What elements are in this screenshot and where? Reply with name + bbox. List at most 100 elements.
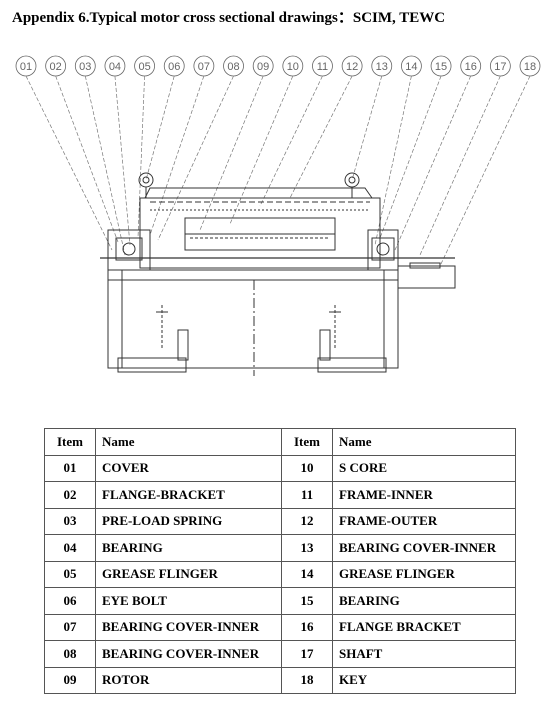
callout-label: 08 [227, 61, 239, 73]
header-item-1: Item [44, 428, 96, 456]
callout-marker: 11 [312, 55, 333, 77]
item-number-cell: 02 [44, 481, 96, 509]
item-name-cell: EYE BOLT [95, 587, 282, 615]
callout-label: 01 [20, 61, 32, 73]
motor-cross-section-drawing: 01 02 03 04 05 06 07 08 09 10 11 12 13 14 15 16 17 18 [15, 55, 541, 376]
callout-marker: 07 [193, 55, 215, 77]
callout-label: 15 [435, 61, 447, 73]
callout-label: 07 [198, 61, 210, 73]
leader-line [199, 75, 264, 231]
leader-line [84, 75, 126, 256]
item-name-cell: ROTOR [95, 666, 282, 694]
leader-line [394, 75, 472, 251]
item-name-cell: BEARING COVER-INNER [332, 534, 516, 562]
page-title: Appendix 6.Typical motor cross sectional… [12, 10, 446, 26]
leader-line [259, 75, 323, 207]
item-number-cell: 17 [281, 640, 333, 668]
leader-line [149, 75, 205, 236]
callout-label: 10 [287, 61, 299, 73]
callout-marker: 10 [282, 55, 304, 77]
item-number-cell: 05 [44, 560, 96, 588]
callout-marker: 09 [252, 55, 274, 77]
item-number-cell: 11 [281, 481, 333, 509]
item-number-cell: 12 [281, 507, 333, 535]
callout-marker: 14 [401, 55, 422, 77]
item-number-cell: 13 [281, 534, 333, 562]
item-name-cell: S CORE [332, 454, 516, 482]
leader-line [439, 75, 531, 267]
item-number-cell: 15 [281, 587, 333, 615]
callout-label: 14 [405, 61, 417, 73]
table-header-row: Item Name Item Name [44, 428, 516, 456]
callout-label: 04 [109, 61, 121, 73]
item-name-cell: KEY [332, 666, 516, 694]
item-number-cell: 18 [281, 666, 333, 694]
item-name-cell: BEARING COVER-INNER [95, 640, 282, 668]
item-number-cell: 06 [44, 587, 96, 615]
item-number-cell: 07 [44, 613, 96, 641]
callout-marker: 02 [45, 55, 67, 77]
leader-line [379, 75, 442, 239]
item-name-cell: GREASE FLINGER [332, 560, 516, 588]
item-number-cell: 01 [44, 454, 96, 482]
item-name-cell: FRAME-OUTER [332, 507, 516, 535]
header-name-2: Name [332, 428, 516, 456]
callout-label: 12 [346, 61, 358, 73]
item-name-cell: BEARING [95, 534, 282, 562]
callout-label: 03 [79, 61, 91, 73]
item-number-cell: 16 [281, 613, 333, 641]
leader-line [157, 75, 234, 241]
callout-marker: 18 [519, 55, 541, 77]
callout-label: 02 [50, 61, 62, 73]
callout-marker: 12 [341, 55, 363, 77]
callout-label: 17 [494, 61, 506, 73]
leader-line [145, 75, 175, 181]
callout-marker: 05 [134, 55, 155, 77]
callout-marker: 01 [15, 55, 37, 77]
leader-line [289, 75, 353, 199]
leader-line [374, 75, 412, 246]
callout-marker: 15 [430, 55, 452, 77]
motor-body [100, 172, 456, 376]
callout-label: 11 [317, 61, 328, 73]
item-name-cell: COVER [95, 454, 282, 482]
leader-line [351, 75, 383, 181]
item-number-cell: 08 [44, 640, 96, 668]
callout-marker: 08 [223, 55, 244, 77]
leader-line [25, 75, 113, 251]
callout-label: 16 [465, 61, 477, 73]
callout-label: 18 [524, 61, 536, 73]
header-item-2: Item [281, 428, 333, 456]
callout-group: 01 02 03 04 05 06 07 08 09 10 11 12 13 14 15 16 17 18 [15, 55, 541, 77]
item-name-cell: FRAME-INNER [332, 481, 516, 509]
callout-marker: 04 [104, 55, 126, 77]
item-number-cell: 04 [44, 534, 96, 562]
callout-marker: 16 [460, 55, 482, 77]
callout-label: 09 [257, 61, 269, 73]
leader-line [419, 75, 501, 256]
callout-marker: 06 [163, 55, 185, 77]
item-name-cell: GREASE FLINGER [95, 560, 282, 588]
callout-marker: 13 [371, 55, 393, 77]
item-name-cell: PRE-LOAD SPRING [95, 507, 282, 535]
item-number-cell: 10 [281, 454, 333, 482]
item-name-cell: FLANGE BRACKET [332, 613, 516, 641]
callout-marker: 17 [489, 55, 511, 77]
item-number-cell: 09 [44, 666, 96, 694]
item-name-cell: BEARING COVER-INNER [95, 613, 282, 641]
callout-label: 13 [376, 61, 388, 73]
leader-line [55, 75, 119, 243]
callout-marker: 03 [74, 55, 96, 77]
item-number-cell: 03 [44, 507, 96, 535]
item-name-cell: SHAFT [332, 640, 516, 668]
